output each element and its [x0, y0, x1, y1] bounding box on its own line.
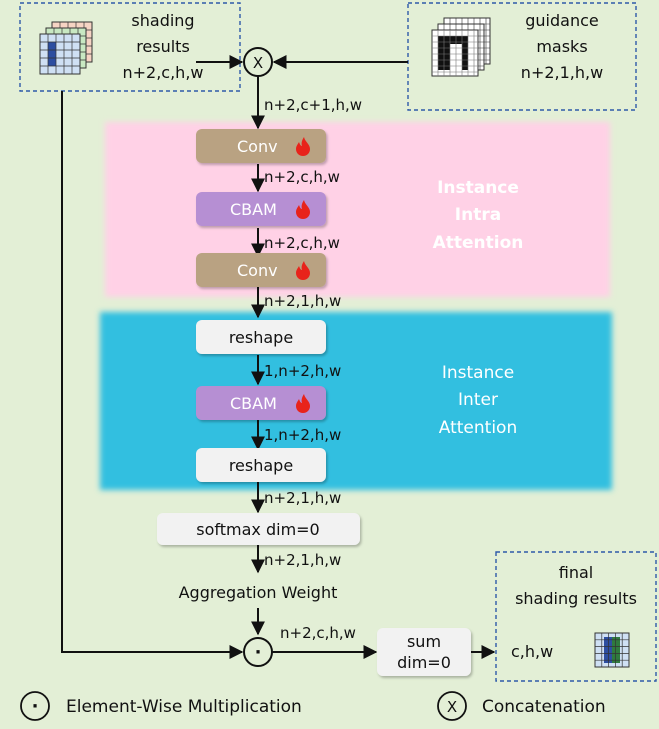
tensor-label-after-softmax: n+2,1,h,w — [264, 551, 341, 569]
multiply-operator-symbol: · — [255, 642, 262, 663]
output-label-line1: final — [559, 563, 593, 582]
legend-concat-label: Concatenation — [482, 697, 606, 717]
output-box — [495, 551, 657, 682]
intra-title-line3: Attention — [433, 233, 524, 253]
intra-title-line2: Intra — [455, 205, 501, 225]
cbam-block-2-label: CBAM — [230, 394, 277, 413]
flame-icon — [296, 261, 310, 280]
tensor-label-after-concat: n+2,c+1,h,w — [264, 96, 362, 114]
flame-icon — [296, 394, 310, 413]
tensor-label-after-reshape1: 1,n+2,h,w — [264, 362, 341, 380]
guidance-label-line1: guidance — [525, 11, 598, 30]
mask-grid-icon — [431, 17, 491, 77]
shading-label-line2: results — [136, 37, 190, 56]
tensor-label-after-reshape2: n+2,1,h,w — [264, 489, 341, 507]
conv-block-2-label: Conv — [237, 261, 278, 280]
legend-concat-icon — [437, 691, 467, 721]
softmax-block — [157, 513, 360, 545]
aggregation-weight-label: Aggregation Weight — [179, 583, 338, 602]
sum-block — [377, 628, 471, 676]
cbam-block-1-label: CBAM — [230, 200, 277, 219]
grid-stack-icon — [39, 21, 93, 75]
output-grid-icon — [594, 632, 630, 668]
sum-block-line2: dim=0 — [397, 653, 451, 672]
output-shape-label: c,h,w — [511, 642, 553, 661]
tensor-label-after-cbam1: n+2,c,h,w — [264, 234, 340, 252]
flame-icon — [296, 200, 310, 219]
inter-attention-region — [100, 312, 612, 490]
cbam-block-2 — [196, 386, 326, 420]
inter-title-line2: Inter — [458, 390, 498, 410]
shading-label-line1: shading — [131, 11, 194, 30]
legend-concat-symbol: X — [447, 698, 457, 716]
tensor-label-after-cbam2: 1,n+2,h,w — [264, 426, 341, 444]
skip-connection-line — [61, 91, 244, 659]
legend-mult-icon — [20, 691, 50, 721]
reshape-block-2 — [196, 448, 326, 482]
tensor-label-after-conv1: n+2,c,h,w — [264, 168, 340, 186]
reshape-block-1-label: reshape — [229, 328, 293, 347]
guidance-label-line2: masks — [536, 37, 587, 56]
tensor-label-after-conv2: n+2,1,h,w — [264, 292, 341, 310]
softmax-block-label: softmax dim=0 — [196, 520, 319, 539]
output-label-line2: shading results — [515, 589, 637, 608]
concat-operator-symbol: X — [253, 54, 263, 72]
legend-mult-symbol: · — [32, 696, 39, 717]
tensor-label-into-sum: n+2,c,h,w — [280, 624, 356, 642]
reshape-block-2-label: reshape — [229, 456, 293, 475]
intra-title-line1: Instance — [437, 178, 519, 198]
cbam-block-1 — [196, 192, 326, 226]
guidance-input-box — [407, 2, 637, 111]
reshape-block-1 — [196, 320, 326, 354]
conv-block-1 — [196, 129, 326, 163]
shading-label-line3: n+2,c,h,w — [122, 63, 203, 82]
legend-mult-label: Element-Wise Multiplication — [66, 697, 302, 717]
flame-icon — [296, 137, 310, 156]
conv-block-2 — [196, 253, 326, 287]
inter-title-line3: Attention — [439, 418, 517, 438]
sum-block-line1: sum — [407, 632, 441, 651]
inter-title-line1: Instance — [442, 363, 514, 383]
intra-attention-region — [105, 122, 610, 297]
conv-block-1-label: Conv — [237, 137, 278, 156]
guidance-label-line3: n+2,1,h,w — [521, 63, 603, 82]
